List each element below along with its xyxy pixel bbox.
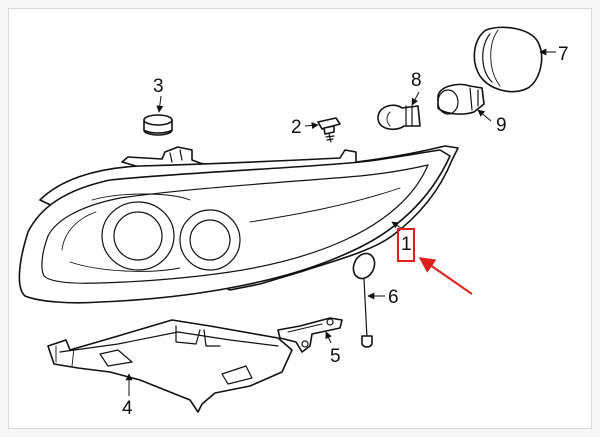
screw [317,117,341,143]
lower-bracket [47,319,293,413]
plug [143,114,173,136]
highlight-arrow [418,257,473,295]
socket [437,83,485,115]
callout-2: 2 [291,117,302,138]
callout-3: 3 [153,76,164,97]
headlamp-assembly [18,145,459,304]
callout-7: 7 [558,44,569,65]
callout-5: 5 [330,346,341,367]
callout-1: 1 [401,234,412,255]
highlight-callout-1 [397,228,473,295]
adjuster [352,252,376,348]
bulb [377,104,421,131]
small-bracket [277,317,343,353]
dust-cap [473,26,543,93]
callout-4: 4 [122,398,133,419]
callout-8: 8 [411,70,422,91]
callout-6: 6 [388,287,399,308]
highlight-box [397,228,415,262]
callout-9: 9 [496,115,507,136]
callout-labels: 1 2 3 4 5 6 7 8 9 [122,44,569,419]
